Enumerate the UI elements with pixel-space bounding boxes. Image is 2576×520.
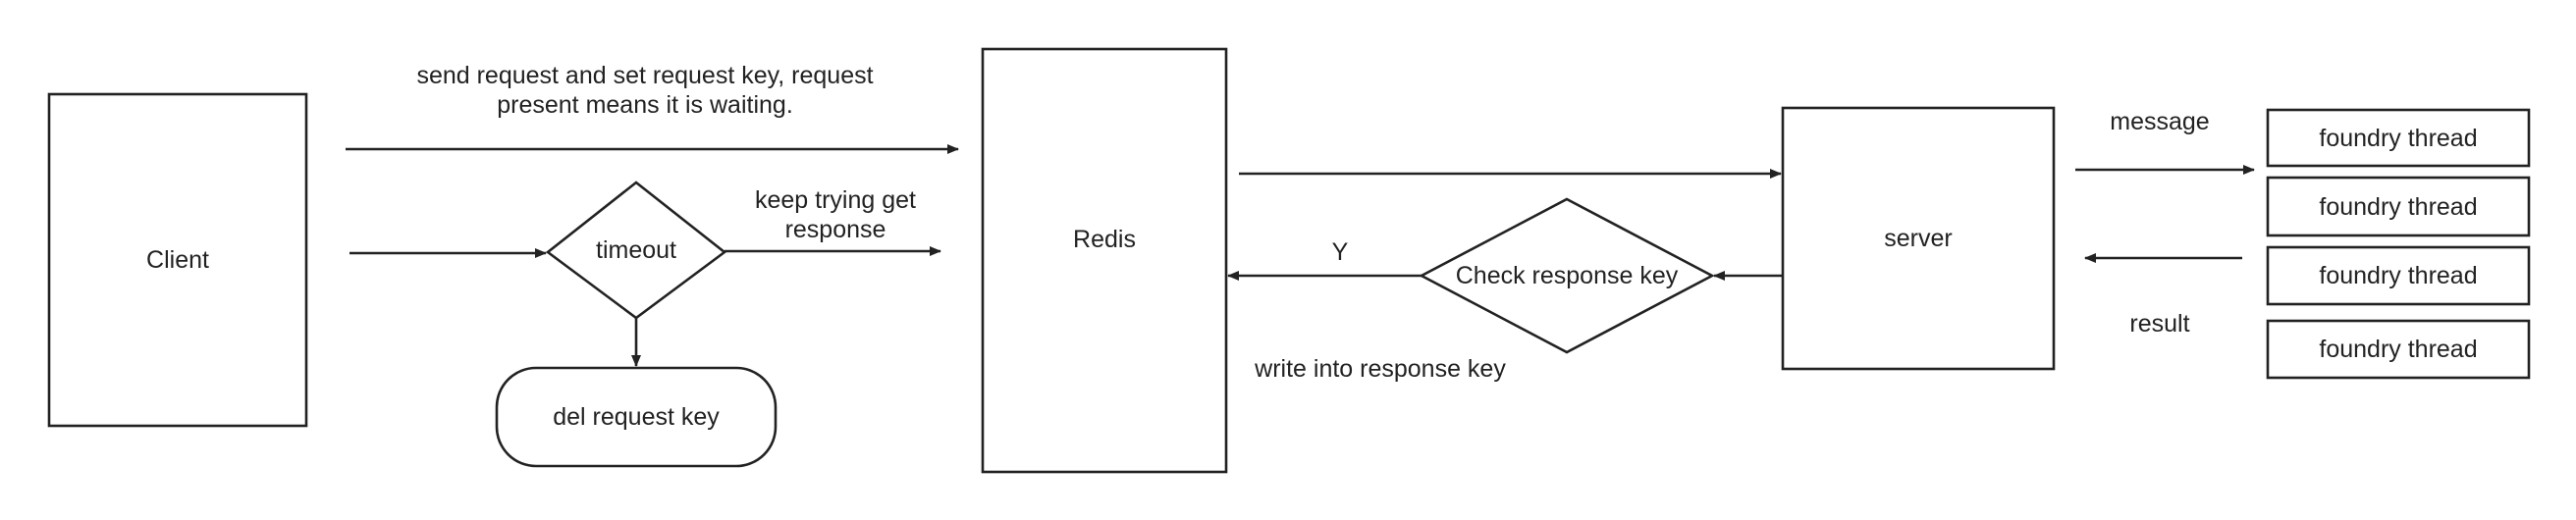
timeout-label: timeout xyxy=(596,236,676,264)
server-label: server xyxy=(1884,225,1953,252)
foundry-thread-label-2: foundry thread xyxy=(2319,192,2478,221)
redis-label: Redis xyxy=(1073,226,1136,253)
foundry-thread-box-2 xyxy=(2266,176,2531,237)
send-request-label: send request and set request key, reques… xyxy=(416,62,874,119)
del-request-key-box xyxy=(495,366,778,468)
message-label: message xyxy=(2110,108,2210,135)
foundry-thread-box-4 xyxy=(2266,319,2531,380)
del-request-key-label: del request key xyxy=(553,403,720,431)
foundry-thread-label-4: foundry thread xyxy=(2319,336,2478,363)
write-response-label: write into response key xyxy=(1255,355,1506,383)
foundry-thread-label-3: foundry thread xyxy=(2319,262,2478,289)
foundry-thread-box-1 xyxy=(2266,108,2531,168)
result-label: result xyxy=(2129,310,2190,338)
check-response-key-diamond xyxy=(1419,197,1715,354)
check-response-key-label: Check response key xyxy=(1455,262,1679,289)
redis-box xyxy=(981,47,1228,474)
client-label: Client xyxy=(146,246,209,274)
client-box xyxy=(47,92,308,428)
foundry-thread-label-1: foundry thread xyxy=(2319,124,2478,152)
yes-label: Y xyxy=(1331,238,1349,266)
server-box xyxy=(1781,106,2056,371)
foundry-thread-box-3 xyxy=(2266,245,2531,306)
keep-trying-label: keep trying get response xyxy=(755,186,916,243)
